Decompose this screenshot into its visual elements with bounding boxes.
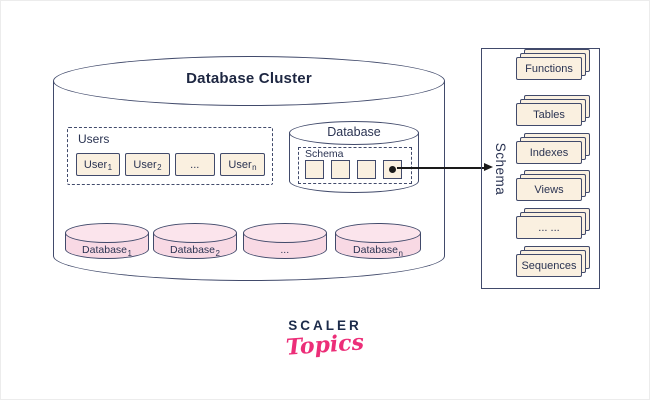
user-box-subscript: 2 <box>157 162 162 172</box>
schema-object-stack: Functions <box>516 49 591 80</box>
database-item-cylinder: Database1 <box>65 223 149 259</box>
databases-row: Database1 Database2 ... Databasen <box>65 223 423 259</box>
stack-card-front: Tables <box>516 103 582 126</box>
database-item-label: Database1 <box>82 244 132 258</box>
user-box-subscript: 1 <box>107 162 113 172</box>
user-box: ... <box>175 153 215 176</box>
database-item-lid <box>153 223 237 243</box>
schema-object-stack: Tables <box>516 95 591 126</box>
scaler-topics-logo: SCALER Topics <box>1 318 649 361</box>
stack-card-front: Views <box>516 178 582 201</box>
stack-card-front: Functions <box>516 57 582 80</box>
schema-object-square <box>383 160 402 179</box>
database-item-label: Database2 <box>170 244 220 258</box>
cluster-title: Database Cluster <box>186 69 312 87</box>
schema-objects-row <box>305 160 402 179</box>
user-box-label: ... <box>190 158 200 171</box>
schema-detail-panel: Schema Tables Indexes Views ... ... Sequ… <box>481 48 600 289</box>
database-item-lid <box>335 223 421 243</box>
database-item-cylinder: Databasen <box>335 223 421 259</box>
database-cylinder-label: Database <box>327 125 381 139</box>
schema-object-square <box>331 160 350 179</box>
users-group-label: Users <box>78 132 110 146</box>
stack-card-front: ... ... <box>516 216 582 239</box>
schema-vertical-label: Schema <box>493 142 508 195</box>
schema-group-label: Schema <box>305 148 344 160</box>
schema-object-stack: Indexes <box>516 133 591 164</box>
user-box-label: User <box>133 158 157 171</box>
database-cylinder: Database Schema <box>289 121 419 193</box>
schema-group: Schema <box>298 147 412 184</box>
schema-object-stack: Views <box>516 170 591 201</box>
cluster-cylinder-lid: Database Cluster <box>53 56 445 106</box>
schema-object-square <box>305 160 324 179</box>
database-item-label: Databasen <box>353 244 403 258</box>
schema-object-stack: Sequences <box>516 246 591 277</box>
user-box-label: User <box>83 158 108 171</box>
database-item-label: ... <box>280 244 290 256</box>
schema-object-stack: ... ... <box>516 208 591 239</box>
database-cylinder-lid: Database <box>289 121 419 145</box>
connector-line <box>397 167 486 169</box>
database-item-lid <box>243 223 327 243</box>
stack-card-front: Sequences <box>516 254 582 277</box>
logo-brand-text: SCALER <box>288 318 362 333</box>
user-box-label: User <box>228 158 252 171</box>
connector-dot <box>389 166 396 173</box>
connector-arrowhead-icon <box>484 163 493 171</box>
stack-card-front: Indexes <box>516 141 582 164</box>
schema-object-square <box>357 160 376 179</box>
database-item-cylinder: ... <box>243 223 327 259</box>
database-item-cylinder: Database2 <box>153 223 237 259</box>
user-box-subscript: n <box>252 162 257 172</box>
database-item-lid <box>65 223 149 243</box>
